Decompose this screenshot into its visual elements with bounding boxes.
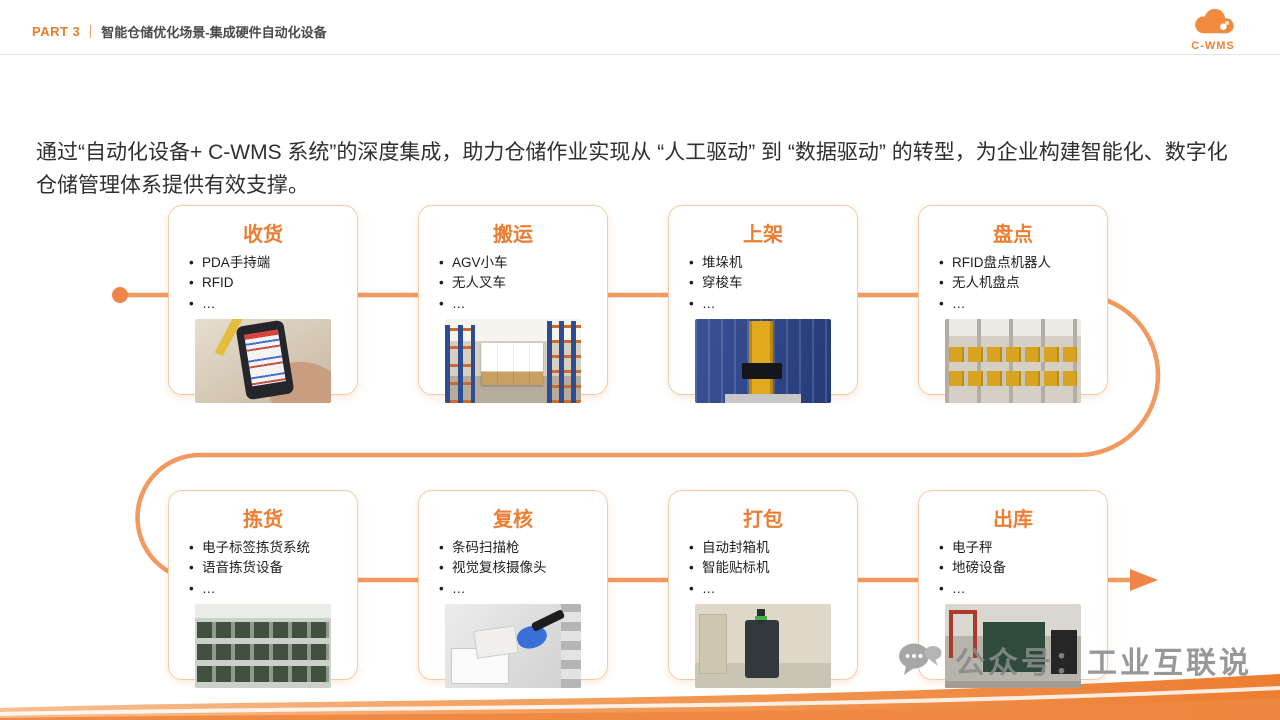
card-item: … xyxy=(939,294,1097,315)
card-title: 盘点 xyxy=(993,224,1033,246)
flow-card-receiving: 收货 PDA手持端 RFID … xyxy=(168,205,358,403)
photo-machine-shape xyxy=(983,621,1045,672)
card-item: PDA手持端 xyxy=(189,253,347,274)
card-item: 视觉复核摄像头 xyxy=(439,558,597,579)
card-item: AGV小车 xyxy=(439,253,597,274)
card-item: 无人叉车 xyxy=(439,273,597,294)
photo-shelf-shape xyxy=(561,603,581,688)
photo-light-strip-shape xyxy=(195,603,331,618)
logo-text: C-WMS xyxy=(1191,40,1235,52)
bottom-wave xyxy=(0,674,1280,720)
card-item: 穿梭车 xyxy=(689,273,847,294)
card-title: 复核 xyxy=(493,509,533,531)
header-divider xyxy=(90,25,92,38)
card-item-list: 自动封箱机 智能贴标机 … xyxy=(679,538,847,599)
card-item-list: 条码扫描枪 视觉复核摄像头 … xyxy=(429,538,597,599)
card-item-list: PDA手持端 RFID … xyxy=(179,253,347,314)
card-item: … xyxy=(189,294,347,315)
flow-card-shelving: 上架 堆垛机 穿梭车 … xyxy=(668,205,858,403)
photo-bin-row-shape xyxy=(197,665,329,682)
rack-inventory-photo xyxy=(945,318,1081,403)
photo-crane-base-shape xyxy=(725,393,801,403)
photo-door-shape xyxy=(699,613,727,674)
card-item: 自动封箱机 xyxy=(689,538,847,559)
card-item: 地磅设备 xyxy=(939,558,1097,579)
flow-card-outbound: 出库 电子秤 地磅设备 … xyxy=(918,490,1108,688)
pda-handheld-photo xyxy=(195,318,331,403)
card-item: 条码扫描枪 xyxy=(439,538,597,559)
flow-card-picking: 拣货 电子标签拣货系统 语音拣货设备 … xyxy=(168,490,358,688)
stacker-crane-photo xyxy=(695,318,831,403)
photo-bin-row-shape xyxy=(197,643,329,660)
picking-system-photo xyxy=(195,603,331,688)
photo-unit-shape xyxy=(1051,629,1077,674)
card-item: … xyxy=(939,579,1097,600)
card-item: … xyxy=(439,294,597,315)
flow-row-2: 拣货 电子标签拣货系统 语音拣货设备 … 复核 条码扫描枪 视觉复核摄像头 … xyxy=(168,490,1108,688)
cloud-logo-icon xyxy=(1195,8,1234,34)
photo-boxes-row-shape xyxy=(949,346,1077,362)
company-logo: C-WMS xyxy=(1178,7,1248,52)
intro-paragraph: 通过“自动化设备+ C-WMS 系统”的深度集成，助力仓储作业实现从 “人工驱动… xyxy=(36,141,1228,197)
photo-pallet-shape xyxy=(481,342,543,385)
card-item-list: AGV小车 无人叉车 … xyxy=(429,253,597,314)
card-item: RFID xyxy=(189,273,347,294)
photo-box-shape xyxy=(473,624,519,659)
flow-card-handling: 搬运 AGV小车 无人叉车 … xyxy=(418,205,608,403)
card-title: 上架 xyxy=(743,224,783,246)
photo-bin-row-shape xyxy=(197,621,329,638)
slide-header: PART 3 智能仓储优化场景-集成硬件自动化设备 xyxy=(32,22,327,41)
card-item: … xyxy=(439,579,597,600)
header-rule xyxy=(0,54,1280,55)
card-item: 语音拣货设备 xyxy=(189,558,347,579)
card-item-list: 堆垛机 穿梭车 … xyxy=(679,253,847,314)
chat-bubbles-icon xyxy=(899,643,942,675)
card-item: 电子秤 xyxy=(939,538,1097,559)
weighbridge-photo xyxy=(945,603,1081,688)
photo-rack-left-shape xyxy=(445,324,475,403)
card-item: 堆垛机 xyxy=(689,253,847,274)
card-item-list: 电子秤 地磅设备 … xyxy=(929,538,1097,599)
flow-arrow-icon xyxy=(1130,569,1158,591)
card-title: 拣货 xyxy=(243,509,283,531)
card-title: 收货 xyxy=(243,224,283,246)
card-title: 出库 xyxy=(993,509,1033,531)
card-item: … xyxy=(689,294,847,315)
photo-floor-shape xyxy=(945,680,1081,688)
packing-machine-photo xyxy=(695,603,831,688)
photo-crane-carriage-shape xyxy=(742,362,782,379)
watermark-text: 公众号：工业互联说 xyxy=(955,647,1252,680)
photo-crane-mast-shape xyxy=(749,320,773,401)
card-title: 搬运 xyxy=(493,224,533,246)
card-title: 打包 xyxy=(743,509,783,531)
card-item-list: 电子标签拣货系统 语音拣货设备 … xyxy=(179,538,347,599)
flow-card-review: 复核 条码扫描枪 视觉复核摄像头 … xyxy=(418,490,608,688)
agv-warehouse-photo xyxy=(445,318,581,403)
page-title: 智能仓储优化场景-集成硬件自动化设备 xyxy=(101,25,327,40)
barcode-scanner-photo xyxy=(445,603,581,688)
part-label: PART 3 xyxy=(32,24,81,39)
flow-start-dot-icon xyxy=(112,287,128,303)
flow-card-inventory: 盘点 RFID盘点机器人 无人机盘点 … xyxy=(918,205,1108,403)
flow-row-1: 收货 PDA手持端 RFID … 搬运 AGV小车 无人叉车 … xyxy=(168,205,1108,403)
photo-gantry-shape xyxy=(949,609,977,658)
card-item-list: RFID盘点机器人 无人机盘点 … xyxy=(929,253,1097,314)
photo-rack-right-shape xyxy=(547,320,581,403)
photo-lamp-shape xyxy=(755,615,767,620)
card-item: … xyxy=(189,579,347,600)
photo-boxes-row-shape xyxy=(949,370,1077,386)
card-item: 无人机盘点 xyxy=(939,273,1097,294)
card-item: 智能贴标机 xyxy=(689,558,847,579)
card-item: RFID盘点机器人 xyxy=(939,253,1097,274)
watermark: 公众号：工业互联说 xyxy=(897,638,1252,682)
flow-card-packing: 打包 自动封箱机 智能贴标机 … xyxy=(668,490,858,688)
card-item: … xyxy=(689,579,847,600)
card-item: 电子标签拣货系统 xyxy=(189,538,347,559)
photo-machine-shape xyxy=(745,619,779,678)
